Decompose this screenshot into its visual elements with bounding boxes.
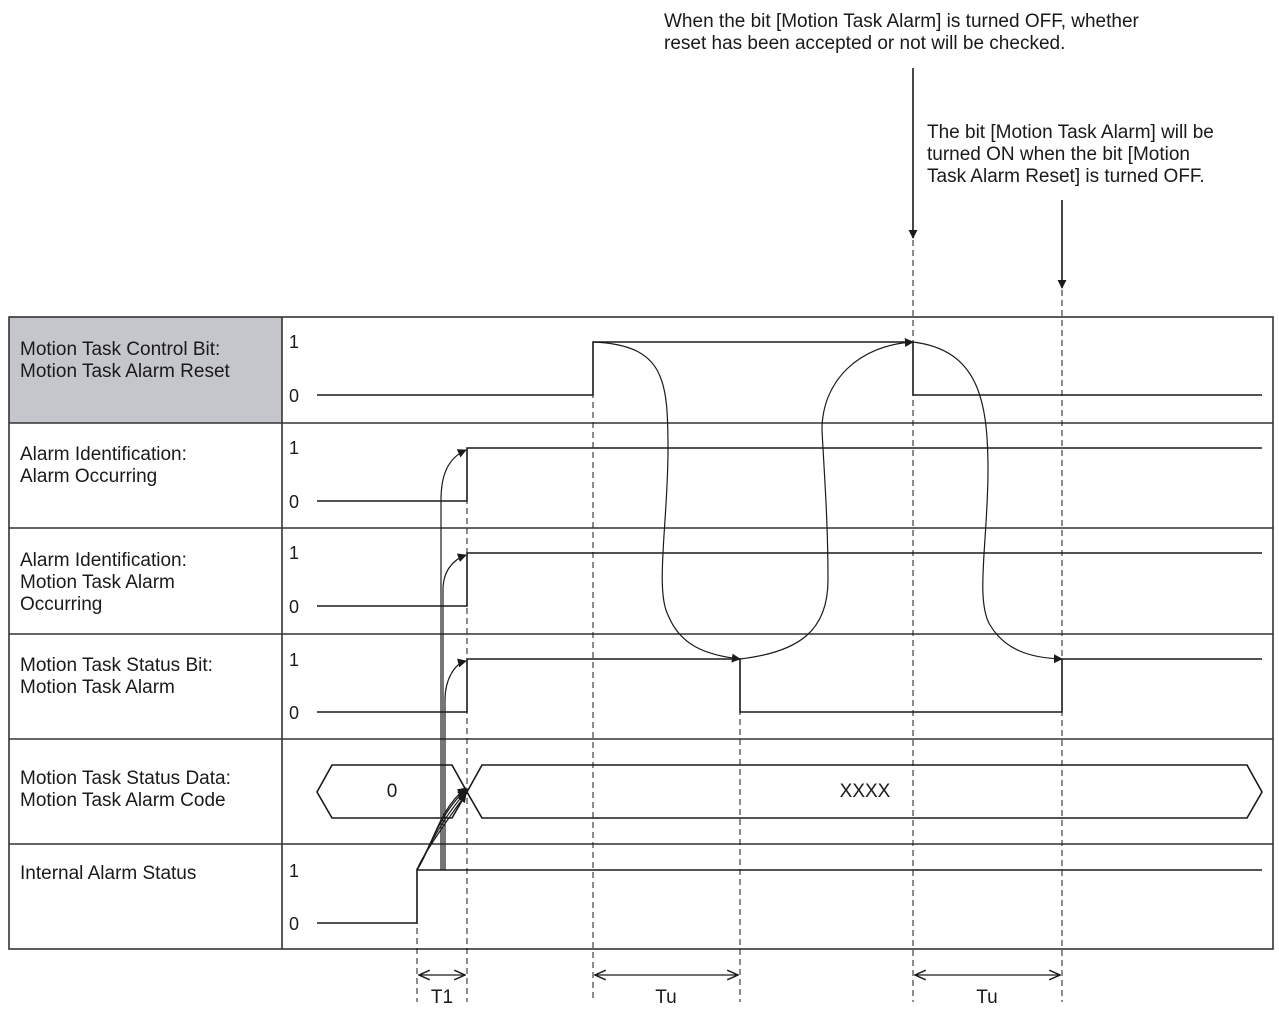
arrow-alarm-off-to-reset-off bbox=[739, 337, 914, 660]
wave-motion-task-alarm-occurring bbox=[317, 552, 1262, 607]
row-label-line: Motion Task Status Bit: bbox=[20, 655, 213, 676]
level-one-label: 1 bbox=[289, 650, 300, 670]
row-label-line: Motion Task Alarm bbox=[20, 677, 175, 698]
note-side-line-2: turned ON when the bit [Motion bbox=[927, 144, 1190, 165]
row-label-line: Alarm Identification: bbox=[20, 444, 187, 465]
wave-alarm-reset bbox=[317, 341, 1262, 396]
note-reset-accepted: When the bit [Motion Task Alarm] is turn… bbox=[664, 11, 1139, 55]
interval-label-tu2: Tu bbox=[976, 987, 998, 1008]
causal-arrows bbox=[416, 337, 1063, 871]
arrow-reset-off-to-alarm-on bbox=[912, 341, 1063, 664]
interval-label-t1: T1 bbox=[430, 987, 454, 1008]
row-label-line: Motion Task Alarm bbox=[20, 572, 175, 593]
row-label-line: Motion Task Alarm Reset bbox=[20, 361, 230, 382]
arrow-reset-on-to-alarm-off bbox=[592, 341, 741, 663]
row-label-line: Motion Task Alarm Code bbox=[20, 790, 226, 811]
arrow-to-motion-task-alarm-occurring bbox=[442, 553, 467, 870]
row-label-line: Internal Alarm Status bbox=[20, 863, 197, 884]
row-label-alarm-occurring: Alarm Identification: Alarm Occurring bbox=[20, 444, 282, 488]
row-label-line: Alarm Occurring bbox=[20, 466, 158, 487]
level-zero-label: 0 bbox=[289, 703, 300, 723]
wave-motion-task-alarm bbox=[317, 658, 1262, 713]
level-one-label: 1 bbox=[289, 332, 300, 352]
row-label-motion-task-alarm: Motion Task Status Bit: Motion Task Alar… bbox=[20, 655, 282, 699]
interval-label-tu1: Tu bbox=[655, 987, 677, 1008]
note-side-line-3: Task Alarm Reset] is turned OFF. bbox=[927, 166, 1205, 187]
waveforms bbox=[316, 341, 1263, 924]
note-side-line-1: The bit [Motion Task Alarm] will be bbox=[927, 122, 1214, 143]
note-alarm-turned-on: The bit [Motion Task Alarm] will be turn… bbox=[927, 122, 1214, 188]
level-zero-label: 0 bbox=[289, 386, 300, 406]
note-top-line-2: reset has been accepted or not will be c… bbox=[664, 33, 1066, 54]
signal-table bbox=[8, 316, 1274, 950]
row-label-line: Occurring bbox=[20, 594, 103, 615]
header-cell-fill bbox=[9, 317, 282, 423]
level-zero-label: 0 bbox=[289, 597, 300, 617]
timing-markers bbox=[416, 240, 1063, 1002]
level-one-label: 1 bbox=[289, 438, 300, 458]
table-outer-border bbox=[8, 316, 1274, 950]
note-top-line-1: When the bit [Motion Task Alarm] is turn… bbox=[664, 11, 1139, 32]
annotation-arrows bbox=[908, 68, 1067, 289]
row-label-motion-task-alarm-occurring: Alarm Identification: Motion Task Alarm … bbox=[20, 550, 282, 616]
level-zero-label: 0 bbox=[289, 492, 300, 512]
row-label-line: Alarm Identification: bbox=[20, 550, 187, 571]
wave-internal-alarm-status bbox=[317, 869, 1262, 924]
arrow-internal-to-code bbox=[416, 793, 467, 871]
row-label-line: Motion Task Control Bit: bbox=[20, 339, 221, 360]
wave-alarm-occurring bbox=[317, 447, 1262, 502]
bus-value-after: XXXX bbox=[839, 781, 891, 802]
arrow-to-alarm-occurring bbox=[440, 449, 467, 870]
level-zero-label: 0 bbox=[289, 914, 300, 934]
bus-segment-after bbox=[466, 764, 1263, 819]
arrow-to-motion-task-alarm bbox=[444, 658, 467, 870]
bus-value-before: 0 bbox=[386, 781, 398, 802]
row-label-alarm-code: Motion Task Status Data: Motion Task Ala… bbox=[20, 768, 282, 812]
row-label-alarm-reset: Motion Task Control Bit: Motion Task Ala… bbox=[20, 339, 282, 383]
row-label-internal-alarm-status: Internal Alarm Status bbox=[20, 863, 282, 885]
level-one-label: 1 bbox=[289, 861, 300, 881]
level-one-label: 1 bbox=[289, 543, 300, 563]
row-label-line: Motion Task Status Data: bbox=[20, 768, 231, 789]
